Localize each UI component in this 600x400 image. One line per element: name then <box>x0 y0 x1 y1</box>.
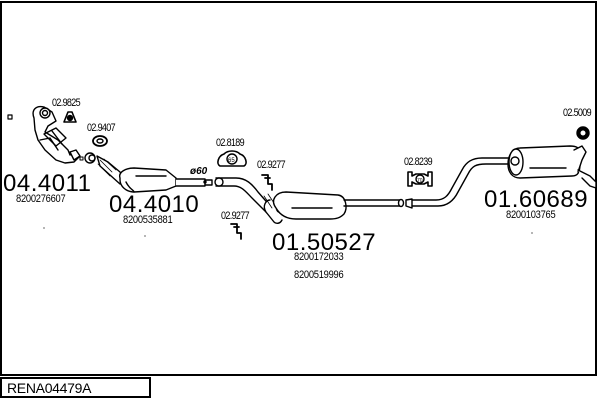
rear-silencer-drawing[interactable] <box>405 145 597 209</box>
pipe-diameter-label: ø60 <box>190 166 208 177</box>
front-catalyst-drawing[interactable] <box>32 105 81 164</box>
rubber-mount-1-drawing[interactable]: 65 <box>217 150 247 167</box>
accessory-label-bracket-1[interactable]: 02.9277 <box>257 159 286 171</box>
marker-square <box>7 114 13 120</box>
oem-number-catalyst: 8200535881 <box>123 214 173 226</box>
middle-silencer-drawing[interactable] <box>214 177 405 225</box>
oem-number-middle-silencer-1: 8200172033 <box>294 251 344 263</box>
accessory-label-rubber-mount-2[interactable]: 02.8239 <box>404 156 433 168</box>
part-number-catalyst[interactable]: 04.4010 <box>109 191 200 218</box>
bracket-1-drawing[interactable] <box>261 174 273 191</box>
mount-2-mark: 70 <box>417 178 423 184</box>
mount-1-mark: 65 <box>228 158 235 164</box>
part-number-rear-silencer[interactable]: 01.60689 <box>484 186 589 213</box>
part-number-middle-silencer[interactable]: 01.50527 <box>272 229 377 256</box>
gasket-2-drawing[interactable] <box>92 135 108 147</box>
catalyst-drawing[interactable] <box>79 152 213 193</box>
rubber-mount-2-drawing[interactable]: 70 <box>407 171 433 187</box>
accessory-label-bracket-2[interactable]: 02.9277 <box>221 210 250 222</box>
oem-number-front-catalyst: 8200276607 <box>16 193 66 205</box>
reference-code: RENA04479A <box>7 380 92 396</box>
accessory-label-rubber-mount-1[interactable]: 02.8189 <box>216 137 245 149</box>
part-number-front-catalyst[interactable]: 04.4011 <box>3 170 92 197</box>
reference-box: RENA04479A <box>0 377 151 398</box>
accessory-label-rubber-ring[interactable]: 02.5009 <box>563 107 592 119</box>
accessory-label-gasket-1[interactable]: 02.9825 <box>52 97 81 109</box>
oem-number-middle-silencer-2: 8200519996 <box>294 269 344 281</box>
rubber-ring-drawing[interactable] <box>576 126 590 140</box>
oem-number-rear-silencer: 8200103765 <box>506 209 556 221</box>
gasket-1-drawing[interactable] <box>63 111 77 123</box>
bracket-2-drawing[interactable] <box>230 223 242 240</box>
accessory-label-gasket-2[interactable]: 02.9407 <box>87 122 116 134</box>
